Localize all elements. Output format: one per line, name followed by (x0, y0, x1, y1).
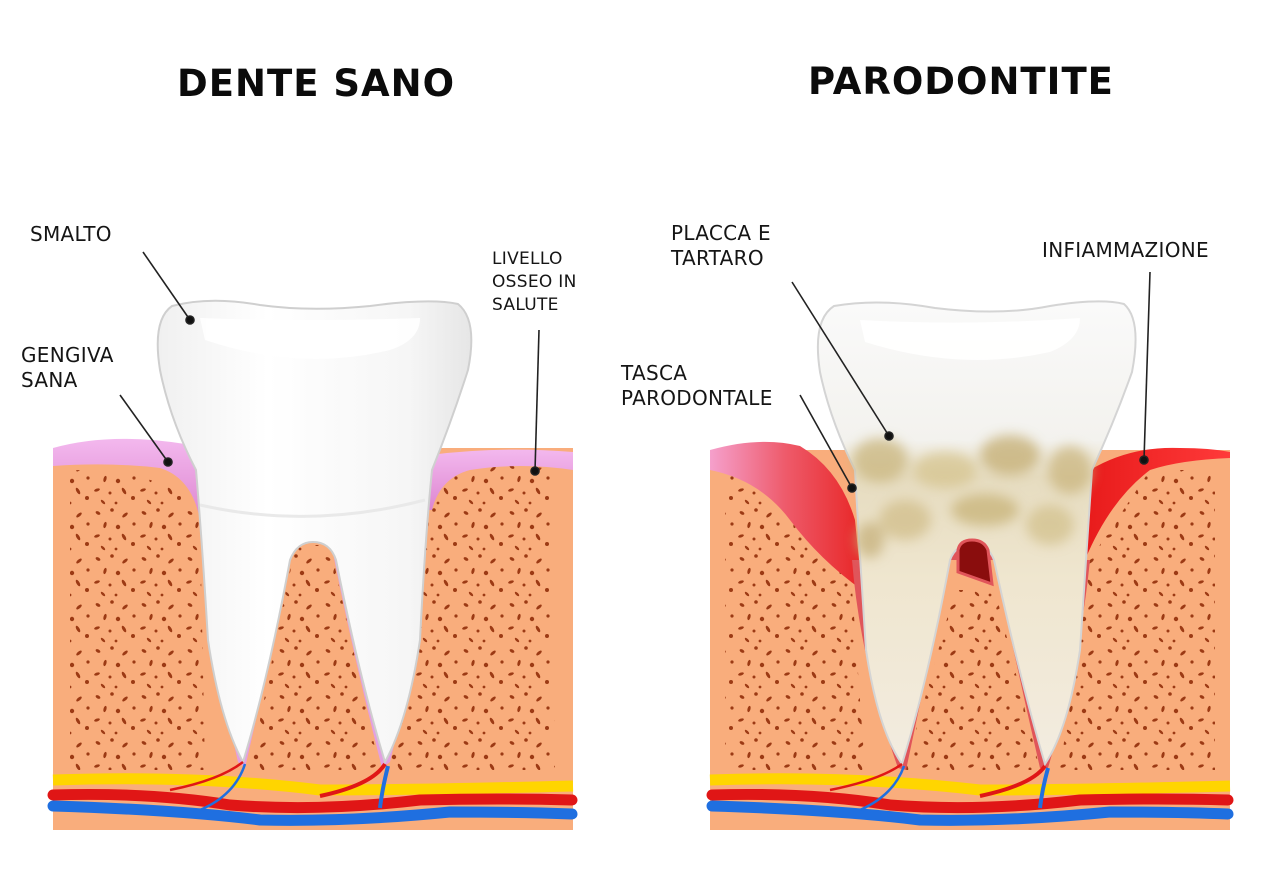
label-gengiva-sana: GENGIVA SANA (21, 343, 114, 392)
title-healthy-tooth: DENTE SANO (177, 62, 456, 105)
plaque-tartar (852, 435, 1092, 558)
label-tasca-parodontale: TASCA PARODONTALE (621, 361, 773, 410)
inflamed-gum (1080, 447, 1230, 560)
vein-left (47, 800, 578, 826)
leader-lines-healthy (119, 251, 540, 476)
label-smalto: SMALTO (30, 222, 112, 246)
healthy-tooth-diagram (47, 299, 578, 830)
leader-lines-periodontitis (791, 271, 1151, 493)
nerve-left (52, 773, 574, 796)
healthy-tooth (156, 299, 473, 765)
vein-right (706, 800, 1234, 826)
artery-left (47, 788, 578, 814)
periodontal-pocket-gum (710, 441, 862, 590)
title-periodontitis: PARODONTITE (808, 60, 1114, 103)
artery-right (706, 788, 1234, 814)
diseased-tooth (816, 300, 1137, 767)
periodontitis-diagram (706, 300, 1234, 830)
label-placca-tartaro: PLACCA E TARTARO (671, 221, 771, 270)
healthy-gum-right (428, 449, 573, 510)
label-infiammazione: INFIAMMAZIONE (1042, 238, 1209, 262)
label-livello-osseo: LIVELLO OSSEO IN SALUTE (492, 249, 577, 315)
nerve-right (709, 773, 1231, 796)
